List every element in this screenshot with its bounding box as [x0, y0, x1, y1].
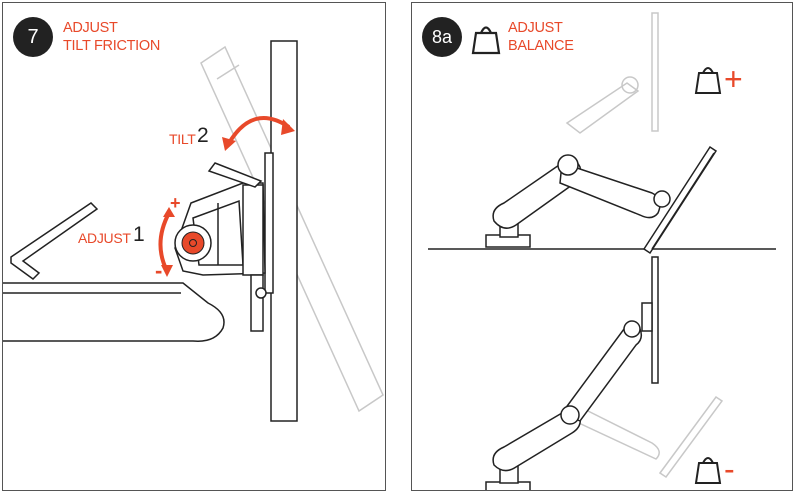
tilt-label: TILT — [169, 131, 196, 147]
step-heading: ADJUST TILT FRICTION — [63, 19, 160, 55]
bottom-arm — [485, 320, 643, 490]
step-badge: 7 — [13, 17, 53, 57]
tilt-step-number: 2 — [197, 124, 209, 147]
heading-line-1: ADJUST — [508, 20, 563, 36]
balance-minus-sign: - — [724, 451, 735, 487]
ghost-lowered-arm — [565, 395, 724, 479]
top-arm — [485, 154, 671, 248]
step-8a-panel: 8a ADJUST BALANCE + - — [411, 2, 793, 491]
heading-line-2: TILT FRICTION — [63, 38, 161, 54]
tilt-arrow-icon — [227, 116, 291, 145]
top-monitor — [642, 145, 718, 255]
bottom-monitor — [641, 256, 659, 384]
step-badge: 8a — [422, 17, 462, 57]
plus-sign: + — [170, 193, 181, 213]
tilt-friction-illustration — [3, 40, 384, 422]
weight-icon-minus — [694, 457, 722, 484]
ghost-tilted-monitor — [200, 45, 384, 413]
step-7-panel: 7 ADJUST TILT FRICTION TILT 2 ADJUST 1 +… — [2, 2, 386, 491]
weight-icon-plus — [694, 67, 722, 94]
monitor-arm — [3, 282, 225, 342]
heading-line-2: BALANCE — [508, 38, 574, 54]
ghost-raised-arm — [565, 12, 659, 134]
tilt-knob — [174, 224, 212, 262]
monitor-panel — [264, 40, 298, 422]
adjust-label: ADJUST — [78, 230, 131, 246]
balance-illustration — [428, 12, 776, 490]
balance-plus-sign: + — [724, 61, 743, 97]
allen-key-icon — [10, 202, 99, 280]
minus-sign: - — [155, 258, 163, 283]
step-heading: ADJUST BALANCE — [508, 19, 574, 55]
heading-line-1: ADJUST — [63, 20, 118, 36]
adjust-step-number: 1 — [133, 223, 145, 246]
weight-icon — [471, 26, 501, 55]
